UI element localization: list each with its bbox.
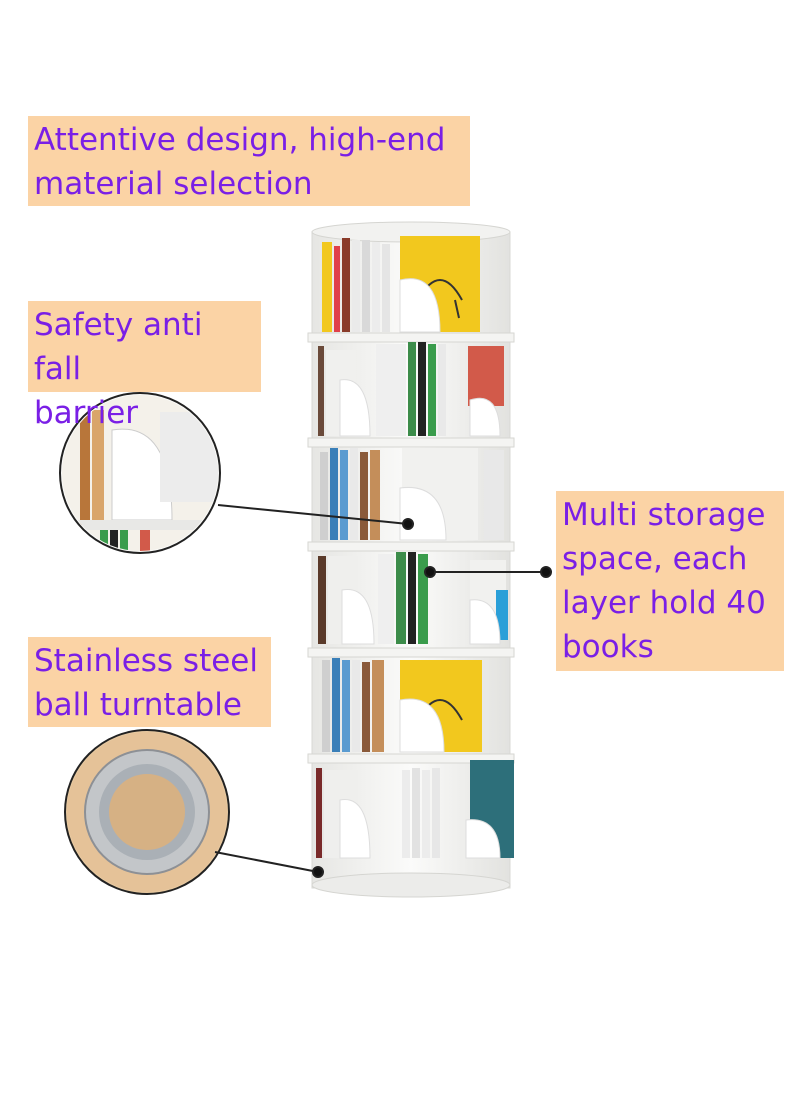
books-row-1 [322, 236, 480, 333]
books-row-3 [320, 448, 504, 541]
callout-lines [214, 504, 552, 878]
turntable-detail-zoom [64, 729, 230, 895]
storage-capacity-label: Multi storage space, each layer hold 40 … [556, 491, 784, 671]
shelf-layers [307, 332, 515, 764]
rotating-bookshelf [307, 221, 515, 898]
barrier-detail-zoom [59, 392, 221, 554]
books-row-5 [322, 658, 482, 753]
books-row-2 [318, 342, 504, 437]
books-row-4 [318, 552, 508, 645]
turntable-label: Stainless steel ball turntable [28, 637, 271, 727]
safety-barrier-label: Safety anti fall barrier [28, 301, 261, 431]
design-label: Attentive design, high-end material sele… [28, 116, 470, 206]
books-row-6 [316, 760, 514, 859]
